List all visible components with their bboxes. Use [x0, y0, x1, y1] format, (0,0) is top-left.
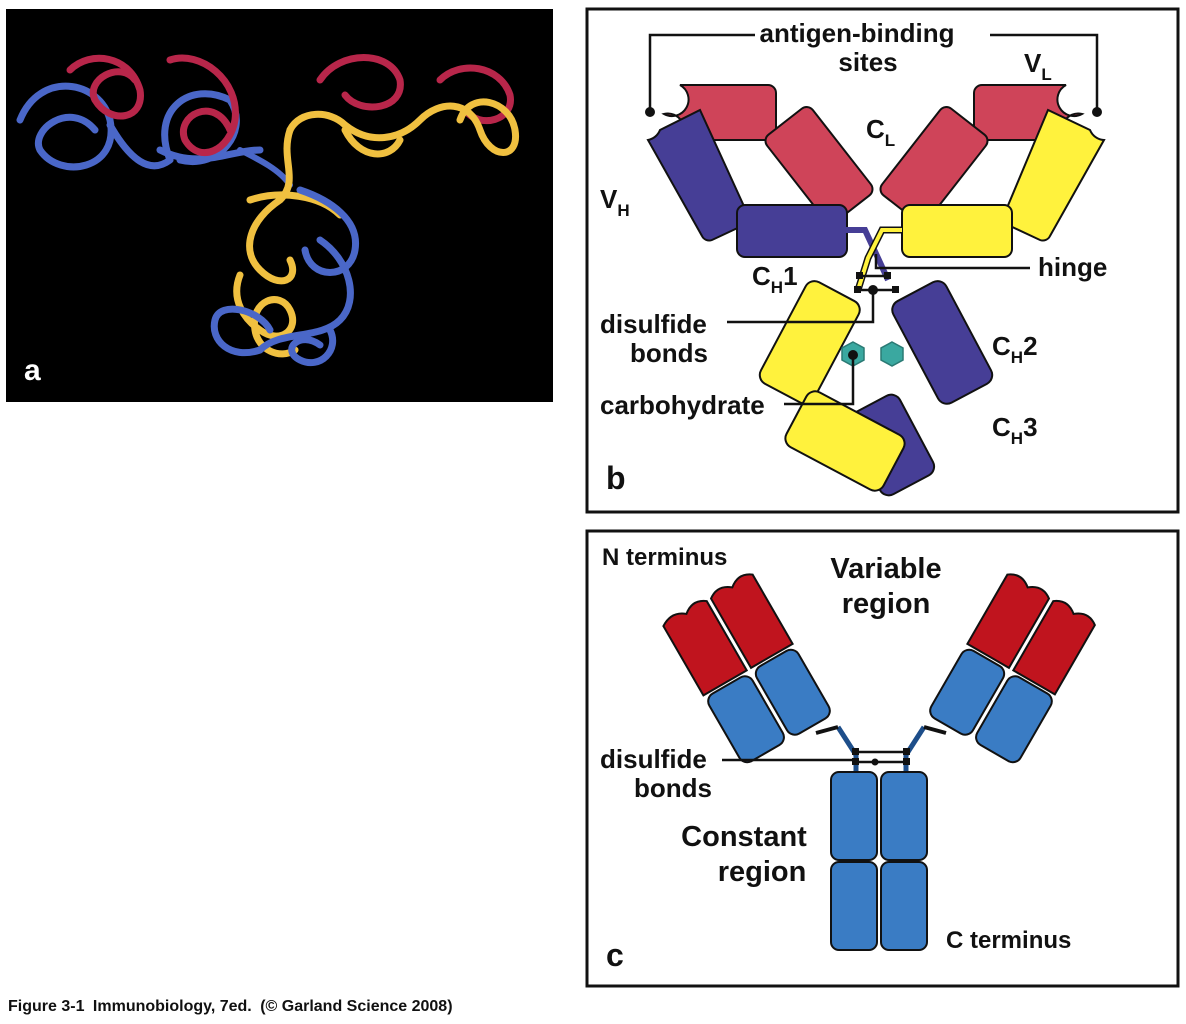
ribbon-fc-blue — [210, 186, 359, 367]
variable-heavy-right — [966, 573, 1051, 670]
ribbon-fab1-heavy — [16, 82, 264, 171]
constant-light-right — [975, 675, 1053, 764]
label-bonds-c: bonds — [634, 773, 712, 803]
hinge-leader — [874, 254, 1030, 270]
antigen-binding-leader-left — [648, 33, 755, 110]
antigen-binding-dot-right — [1092, 107, 1102, 117]
hinge-disulfide-knot-2 — [884, 272, 891, 279]
label-vl: VL — [1024, 48, 1052, 84]
carbohydrate-hexagon-right — [880, 341, 904, 367]
label-constant: Constant — [681, 821, 807, 853]
hinge-inner-right — [923, 725, 947, 735]
constant-heavy-left-ch1 — [754, 648, 831, 736]
figure-caption: Figure 3-1 Immunobiology, 7ed. (© Garlan… — [8, 998, 457, 1016]
label-variable: Variable — [830, 553, 941, 585]
disulfide-c-knot-3 — [852, 758, 859, 765]
label-sites: sites — [838, 47, 897, 77]
fc-ch3-right — [880, 861, 928, 951]
antigen-binding-leader-right — [990, 33, 1099, 110]
ribbon-fab2-heavy — [286, 98, 519, 158]
fc-ch2-left — [830, 771, 878, 861]
ch2-domain-yellow — [758, 280, 861, 405]
variable-heavy-left — [662, 599, 749, 697]
label-disulfide-c: disulfide — [600, 744, 707, 774]
ribbon-structure-image — [16, 54, 519, 367]
disulfide-c-knot-2 — [903, 748, 910, 755]
caption-book: Immunobiology, 7ed. — [92, 998, 252, 1015]
panel-b: antigen-binding sites VL CL VH CH1 hinge… — [585, 7, 1180, 514]
hinge-disulfide-knot-1 — [856, 272, 863, 279]
constant-heavy-right-ch1 — [929, 648, 1006, 736]
panel-c: N terminus Variable region disulfide bon… — [585, 529, 1180, 988]
panel-b-letter: b — [606, 460, 626, 496]
hinge-disulfide-knot-3 — [854, 286, 861, 293]
hinge-disulfide-knot-4 — [892, 286, 899, 293]
ribbon-fab2-light — [316, 54, 514, 125]
ch3-domain-yellow — [784, 390, 906, 492]
label-ch2: CH2 — [992, 331, 1038, 367]
ch1-domain-right — [901, 204, 1013, 258]
disulfide-c-knot-4 — [903, 758, 910, 765]
ribbon-fab1-light — [66, 54, 239, 156]
ch1-domain-left — [736, 204, 848, 258]
panel-c-letter: c — [606, 937, 624, 973]
label-ch3: CH3 — [992, 412, 1038, 448]
variable-light-right — [1011, 599, 1096, 696]
disulfide-leader-b — [727, 290, 875, 324]
caption-figure-number: Figure 3-1 — [8, 998, 85, 1015]
label-ch1: CH1 — [752, 261, 798, 297]
label-c-terminus: C terminus — [946, 927, 1071, 954]
constant-light-left — [707, 675, 785, 764]
disulfide-c-knot-1 — [852, 748, 859, 755]
label-n-terminus: N terminus — [602, 544, 727, 571]
label-antigen-binding: antigen-binding — [760, 18, 955, 48]
ch2-domain-blue — [891, 280, 994, 405]
label-hinge: hinge — [1038, 252, 1107, 282]
disulfide-dot-c — [871, 758, 879, 766]
hinge-inner-left — [815, 725, 839, 735]
label-disulfide-b: disulfide — [600, 309, 707, 339]
fab-arm-left — [662, 573, 831, 764]
cl-domain-left — [764, 106, 874, 224]
carbohydrate-dot — [848, 350, 858, 360]
disulfide-dot-b — [868, 285, 878, 295]
caption-credit: (© Garland Science 2008) — [260, 998, 453, 1015]
variable-light-left — [709, 573, 794, 670]
label-bonds-b: bonds — [630, 338, 708, 368]
label-carbohydrate: carbohydrate — [600, 390, 765, 420]
label-vh: VH — [600, 184, 630, 220]
fc-ch2-right — [880, 771, 928, 861]
label-variable-region: region — [842, 588, 931, 620]
panel-a: a — [6, 9, 553, 402]
carbohydrate-leader — [784, 355, 855, 406]
antigen-binding-dot-left — [645, 107, 655, 117]
fc-ch3-left — [830, 861, 878, 951]
cl-domain-right — [879, 106, 989, 224]
label-cl: CL — [866, 114, 895, 150]
panel-a-letter: a — [24, 354, 41, 387]
fab-arm-right — [929, 573, 1096, 764]
label-constant-region: region — [718, 856, 807, 888]
